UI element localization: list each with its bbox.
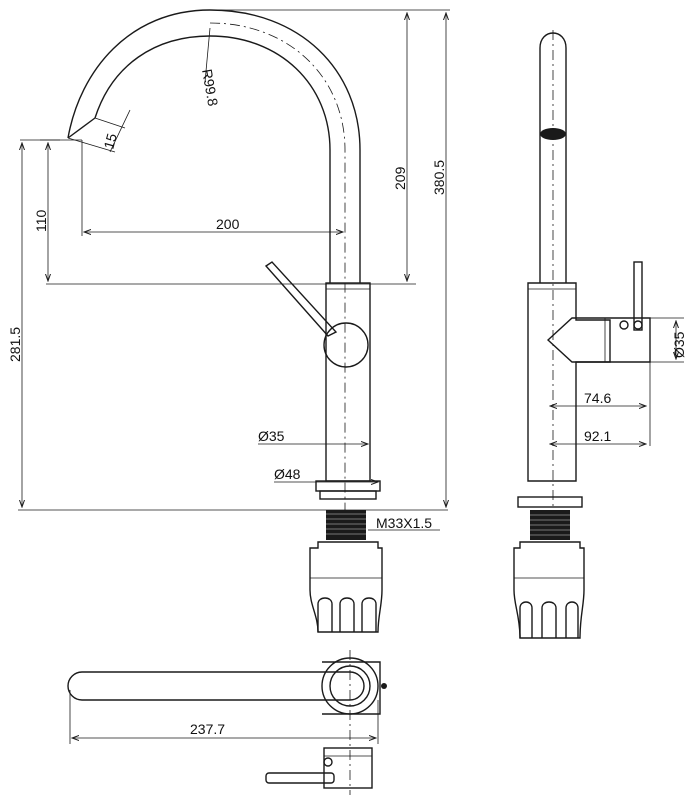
side-base-flange <box>517 496 583 508</box>
side-body <box>527 282 611 482</box>
nut-grip-2 <box>339 597 355 632</box>
base-flange <box>315 480 381 492</box>
side-threaded-shank <box>530 510 570 540</box>
side-mounting-nut <box>513 541 585 639</box>
side-nut-grip-1 <box>519 601 533 638</box>
dim-74-label: 74.6 <box>584 390 611 406</box>
dim-92-label: 92.1 <box>584 428 611 444</box>
mounting-nut <box>309 541 383 633</box>
top-screw <box>381 683 387 689</box>
top-cartridge <box>323 747 373 789</box>
dim-110-label: 110 <box>33 209 49 232</box>
front-view: R99.8 15 110 <box>7 9 450 633</box>
top-lever-screw <box>323 757 333 767</box>
threaded-shank <box>326 510 366 540</box>
thread-label: M33X1.5 <box>376 515 432 531</box>
top-view: 237.7 <box>67 650 387 795</box>
dim-237-label: 237.7 <box>190 721 225 737</box>
spout-centerline <box>209 22 346 530</box>
spout-tip-line-2 <box>94 117 126 129</box>
handle-knob <box>323 322 369 368</box>
top-lever <box>265 772 335 784</box>
side-nut-grip-2 <box>541 601 557 638</box>
top-spout <box>67 671 365 701</box>
spout-tip <box>67 117 96 139</box>
spout-arc-inner <box>94 35 331 283</box>
faucet-body <box>325 282 371 482</box>
angle-mark-line <box>109 109 131 153</box>
dim-d35-label: Ø35 <box>258 428 285 444</box>
angle-label: 15 <box>100 131 120 150</box>
side-nut-grip-3 <box>565 601 579 638</box>
side-cartridge <box>546 317 651 363</box>
dim-380-label: 380.5 <box>431 160 447 195</box>
nut-grip-1 <box>317 597 333 632</box>
handle-lever <box>264 261 338 337</box>
nut-grip-3 <box>361 597 377 632</box>
side-view: Ø35 74.6 92.1 <box>513 30 687 639</box>
top-flange <box>322 661 381 715</box>
radius-leader <box>204 27 211 83</box>
side-lever-screw <box>619 320 629 330</box>
side-lever <box>633 261 643 331</box>
dim-281-label: 281.5 <box>7 327 23 362</box>
base-ring <box>319 490 377 500</box>
dim-d48-label: Ø48 <box>274 466 301 482</box>
dim-200-label: 200 <box>216 216 240 232</box>
radius-label: R99.8 <box>199 68 221 108</box>
dim-209-label: 209 <box>392 166 408 190</box>
dim-side-d35-label: Ø35 <box>671 331 687 358</box>
side-lever-screw-2 <box>633 320 643 330</box>
